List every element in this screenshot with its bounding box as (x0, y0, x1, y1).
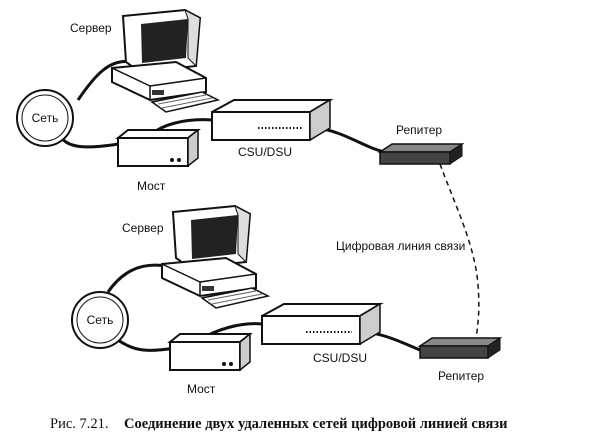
cable-csu-repeater (317, 126, 386, 154)
caption-text: Соединение двух удаленных сетей цифровой… (124, 416, 508, 432)
figure-caption: Рис. 7.21. Соединение двух удаленных сет… (50, 416, 508, 432)
bridge-label: Мост (137, 179, 166, 193)
csu-label-2: CSU/DSU (313, 351, 367, 365)
repeater-device-2 (417, 337, 503, 359)
repeater-label-2: Репитер (438, 369, 484, 383)
digital-link-label: Цифровая линия связи (336, 239, 465, 253)
csu-dsu-device-2 (261, 302, 384, 346)
server-label-2: Сервер (122, 221, 164, 235)
repeater-device (377, 143, 465, 165)
network-label: Сеть (32, 111, 59, 125)
caption-number: Рис. 7.21. (50, 416, 109, 432)
bottom-network: Сеть Сервер Мост (71, 204, 503, 396)
bridge-device (115, 128, 201, 168)
repeater-label: Репитер (396, 123, 442, 137)
bridge-label-2: Мост (187, 382, 216, 396)
csu-label: CSU/DSU (238, 145, 292, 159)
bridge-device-2 (167, 332, 253, 372)
top-network: Сеть Сервер Мост (16, 8, 465, 193)
csu-dsu-device (211, 98, 334, 142)
cable-network-server-2 (106, 263, 167, 293)
cable-network-bridge-2 (117, 338, 176, 352)
digital-link-line (439, 163, 480, 339)
network-node: Сеть (16, 89, 74, 147)
server-computer-2 (161, 204, 271, 309)
server-computer (111, 8, 221, 113)
server-label: Сервер (70, 21, 112, 35)
network-node-2: Сеть (71, 291, 129, 349)
network-label-2: Сеть (87, 313, 114, 327)
cable-network-bridge (60, 137, 126, 149)
